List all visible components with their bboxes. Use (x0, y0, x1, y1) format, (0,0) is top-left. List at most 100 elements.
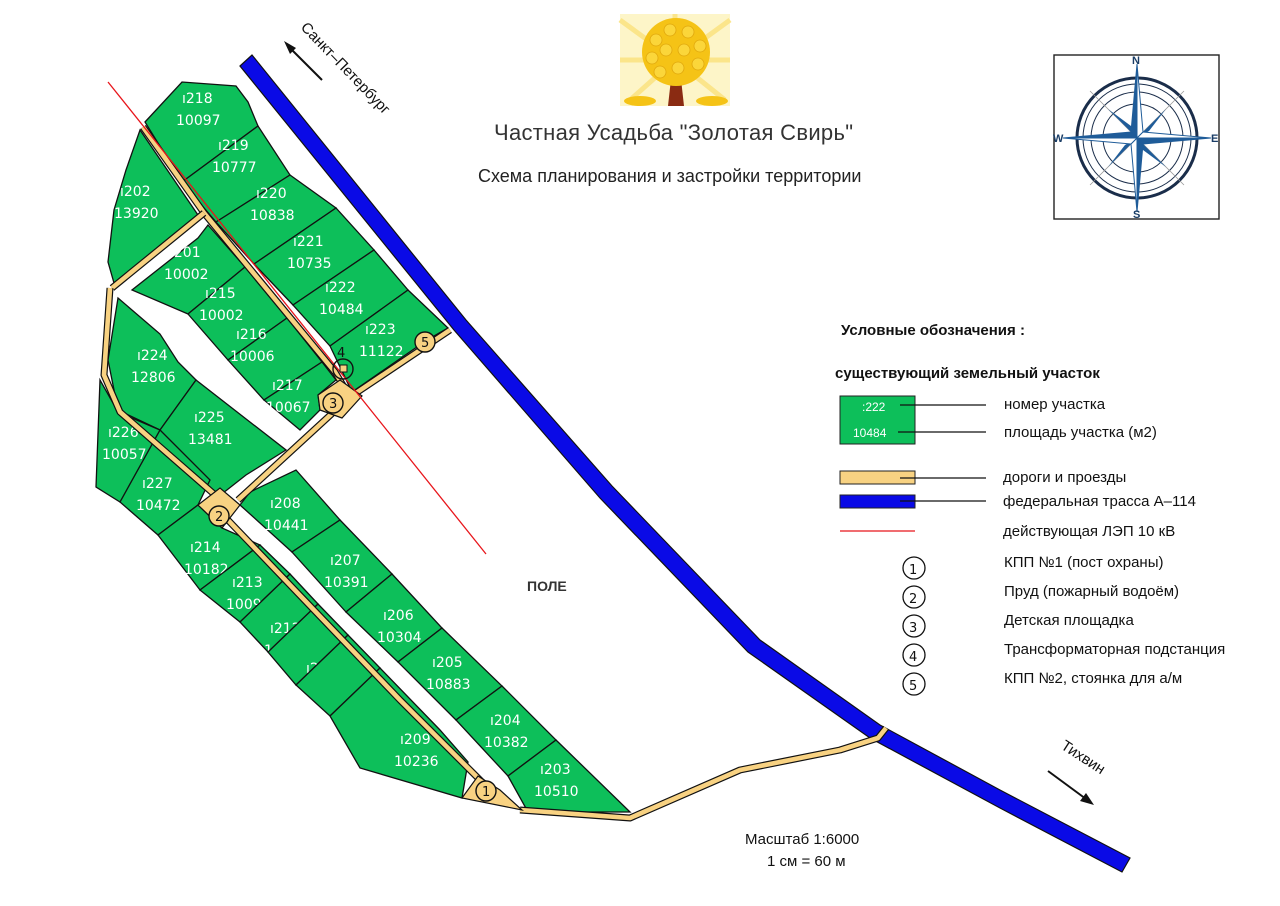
numbered-circle-icon (902, 672, 926, 696)
map-marker-3[interactable]: 3 (322, 392, 344, 414)
plot-number: ı209 (400, 732, 431, 748)
plot-number: ı203 (540, 762, 571, 778)
plot-area: 10057 (102, 447, 147, 463)
plot-area: 10441 (264, 518, 309, 534)
plot-number: ı221 (293, 234, 324, 250)
plot-222[interactable]: ı222 10484 (292, 249, 409, 347)
arrow-down-right-icon (1047, 770, 1087, 800)
plot-number: ı213 (232, 575, 263, 591)
plot-number: ı220 (256, 186, 287, 202)
plot-225[interactable]: ı225 13481 (159, 379, 288, 498)
plot-area: 10067 (266, 400, 311, 416)
compass-north-label: N (1132, 55, 1140, 67)
markers-layer: 1 2 3 4 5 (208, 331, 497, 802)
plot-area: 12806 (131, 370, 176, 386)
plot-area: 10777 (212, 160, 257, 176)
plot-area: 10304 (377, 630, 422, 646)
scale-unit: 1 см = 60 м (767, 853, 846, 870)
numbered-circle-icon (902, 556, 926, 580)
direction-south: Тихвин (1047, 737, 1108, 805)
legend-item-label: КПП №2, стоянка для а/м (1004, 670, 1182, 687)
plot-area: 10182 (184, 562, 229, 578)
roads-layer (100, 124, 889, 822)
legend-item-label: Трансформаторная подстанция (1004, 641, 1225, 658)
plot-area: 11122 (359, 344, 404, 360)
plot-area: 10002 (199, 308, 244, 324)
legend-item-number: 2 (909, 592, 917, 607)
legend-existing-plot: существующий земельный участок (835, 365, 1100, 382)
plot-shape[interactable] (159, 379, 288, 498)
plot-area: 10883 (426, 677, 471, 693)
plot-area: 10484 (319, 302, 364, 318)
legend: Условные обозначения : существующий земе… (835, 322, 1225, 696)
legend-item-number: 3 (909, 621, 917, 636)
legend-item-1: 1 КПП №1 (пост охраны) (902, 554, 1164, 580)
compass-rose-icon: N S E W (1053, 54, 1220, 221)
plot-number: ı218 (182, 91, 213, 107)
plot-number: ı224 (137, 348, 168, 364)
legend-heading: Условные обозначения : (841, 322, 1025, 339)
compass-south-label: S (1133, 209, 1140, 221)
plot-number: ı219 (218, 138, 249, 154)
plot-number: ı204 (490, 713, 521, 729)
plot-number: ı205 (432, 655, 463, 671)
plot-number: ı207 (330, 553, 361, 569)
plot-205[interactable]: ı205 10883 (397, 627, 504, 721)
plot-number: ı206 (383, 608, 414, 624)
legend-item-number: 5 (909, 679, 917, 694)
map-marker-4[interactable]: 4 (332, 346, 354, 380)
legend-item-label: КПП №1 (пост охраны) (1004, 554, 1164, 571)
plot-number: ı225 (194, 410, 225, 426)
city-label-tikhvin: Тихвин (1058, 737, 1108, 778)
plot-area: 10002 (164, 267, 209, 283)
plot-number: ı201 (170, 245, 201, 261)
plot-area: 10510 (534, 784, 579, 800)
plot-204[interactable]: ı204 10382 (455, 685, 557, 777)
plot-number: ı222 (325, 280, 356, 296)
plot-area: 13481 (188, 432, 233, 448)
compass-west-label: W (1053, 133, 1064, 145)
legend-item-number: 1 (909, 563, 917, 578)
compass-east-label: E (1211, 133, 1218, 145)
plot-area: 10735 (287, 256, 332, 272)
legend-plot-area-label: площадь участка (м2) (1004, 424, 1157, 441)
marker-number: 5 (421, 336, 429, 351)
marker-number: 1 (482, 785, 490, 800)
marker-circle-icon (475, 780, 497, 802)
plot-area: 10382 (484, 735, 529, 751)
arrow-head-icon (284, 41, 296, 54)
plot-201[interactable]: ı201 10002 (130, 223, 246, 315)
scale-ratio: Масштаб 1:6000 (745, 831, 859, 848)
page-subtitle: Схема планирования и застройки территори… (478, 166, 861, 186)
map-marker-2[interactable]: 2 (208, 505, 230, 527)
legend-plot-swatch (839, 395, 916, 445)
plot-224[interactable]: ı224 12806 (107, 296, 197, 431)
legend-item-3: 3 Детская площадка (902, 612, 1134, 638)
marker-number: 4 (337, 346, 345, 361)
plot-area: 13920 (114, 206, 159, 222)
federal-highway-a114 (239, 54, 1131, 873)
plot-area: 10838 (250, 208, 295, 224)
marker-circle-icon (332, 358, 354, 380)
plot-shape[interactable] (329, 289, 450, 393)
plot-206[interactable]: ı206 10304 (345, 573, 443, 663)
plot-number: ı214 (190, 540, 221, 556)
legend-item-label: Детская площадка (1004, 612, 1134, 629)
plot-number: ı217 (272, 378, 303, 394)
direction-north: Санкт–Петербург (284, 19, 394, 118)
marker-circle-icon (208, 505, 230, 527)
map-marker-1[interactable]: 1 (475, 780, 497, 802)
map-marker-5[interactable]: 5 (414, 331, 436, 353)
plot-number: ı216 (236, 327, 267, 343)
legend-item-5: 5 КПП №2, стоянка для а/м (902, 670, 1182, 696)
